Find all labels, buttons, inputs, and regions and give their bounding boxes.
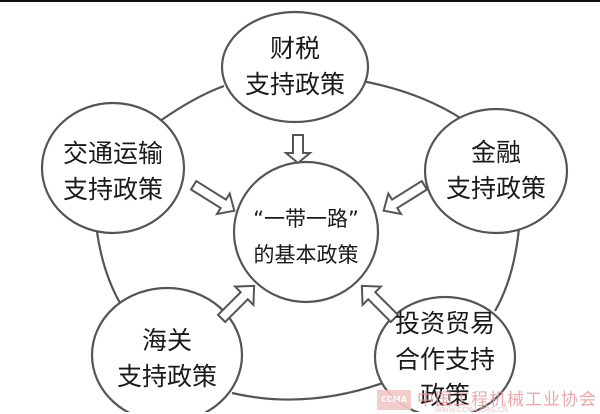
watermark-logo: CCMA bbox=[377, 390, 411, 410]
node-label-transport: 交通运输 支持政策 bbox=[53, 136, 173, 208]
node-circle-fiscal bbox=[220, 10, 370, 124]
node-transport-line1: 交通运输 bbox=[62, 139, 163, 168]
node-label-investment: 投资贸易 合作支持 政策 bbox=[385, 306, 505, 414]
node-customs-line1: 海关 bbox=[141, 326, 192, 355]
node-finance-line1: 金融 bbox=[470, 138, 521, 167]
watermark: CCMA 中国工程机械工业协会 WWW.CCMA.ORG.CN bbox=[375, 384, 600, 414]
center-line1: “一带一路” bbox=[253, 207, 359, 231]
watermark-text: 中国工程机械工业协会 bbox=[417, 390, 597, 410]
node-circle-transport bbox=[40, 101, 186, 235]
center-line2: 的基本政策 bbox=[253, 243, 359, 267]
node-investment-line3: 政策 bbox=[419, 381, 470, 410]
ring-arc-fiscal-finance bbox=[361, 79, 463, 120]
arrow-finance-to-center bbox=[382, 179, 429, 216]
node-circle-investment bbox=[373, 295, 517, 412]
node-circle-finance bbox=[423, 107, 569, 235]
node-circle-center bbox=[232, 160, 380, 304]
ring-arc-transport-customs bbox=[95, 231, 121, 304]
arrow-investment-to-center bbox=[360, 284, 400, 324]
node-investment-line1: 投资贸易 bbox=[394, 309, 495, 338]
node-finance-line2: 支持政策 bbox=[445, 174, 546, 203]
node-label-customs: 海关 支持政策 bbox=[107, 323, 227, 395]
center-label: “一带一路” 的基本政策 bbox=[236, 201, 376, 273]
node-investment-line2: 合作支持 bbox=[394, 345, 495, 374]
node-fiscal-line2: 支持政策 bbox=[244, 70, 345, 99]
node-label-fiscal: 财税 支持政策 bbox=[235, 31, 355, 103]
ring-arc-customs-investment bbox=[231, 381, 384, 401]
node-customs-line2: 支持政策 bbox=[116, 362, 217, 391]
arrow-customs-to-center bbox=[216, 284, 256, 324]
arrow-fiscal-to-center bbox=[283, 134, 313, 165]
ring-arc-finance-investment bbox=[494, 227, 521, 312]
node-label-finance: 金融 支持政策 bbox=[436, 135, 556, 207]
top-border bbox=[0, 0, 600, 2]
node-transport-line2: 支持政策 bbox=[62, 175, 163, 204]
watermark-subtext: WWW.CCMA.ORG.CN bbox=[435, 406, 509, 414]
node-circle-customs bbox=[90, 286, 244, 412]
ring-arc-transport-fiscal bbox=[159, 84, 225, 122]
arrow-transport-to-center bbox=[189, 179, 236, 216]
node-fiscal-line1: 财税 bbox=[269, 34, 320, 63]
